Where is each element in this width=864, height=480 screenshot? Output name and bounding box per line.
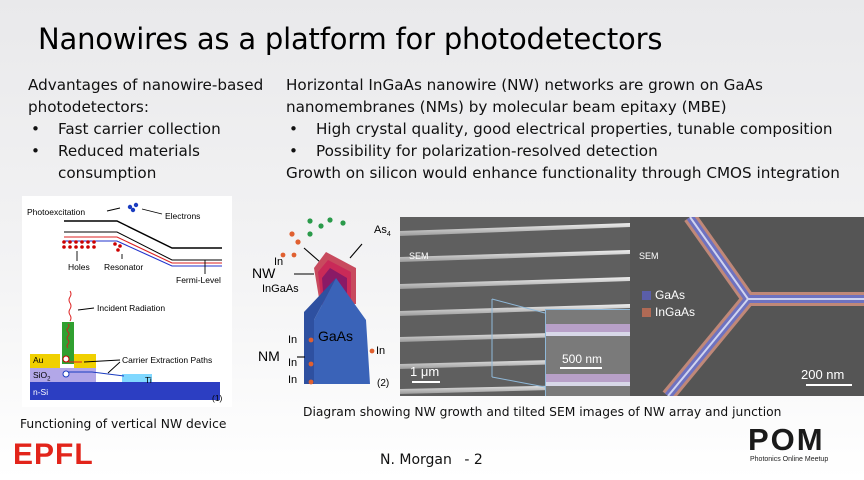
sem-junction-image: SEM GaAs InGaAs 200 nm (630, 217, 864, 396)
footer-separator: - (464, 452, 470, 468)
sem-junction-drawing (630, 217, 864, 396)
pom-subtitle: Photonics Online Meetup (750, 456, 829, 463)
presenter-footer: N. Morgan - 2 (380, 452, 483, 468)
in-label: In (288, 334, 298, 346)
epfl-logo: EPFL (13, 438, 94, 471)
inset-scale-label: 500 nm (562, 352, 603, 366)
vertical-device-figure: Photoexcitation Electrons Holes Resonato… (22, 196, 232, 407)
slide-title: Nanowires as a platform for photodetecto… (38, 22, 663, 56)
left-intro: Advantages of nanowire-based photodetect… (28, 76, 264, 116)
left-bullet: Reduced materials consumption (28, 140, 273, 184)
right-scale-label: 200 nm (801, 367, 845, 382)
holes-label: Holes (68, 262, 90, 272)
sio2-label: SiO2 (33, 370, 51, 383)
ingaas-label: InGaAs (262, 283, 299, 295)
pom-logo-text: POM (748, 422, 825, 457)
reference-2-label: (2) (377, 378, 390, 389)
page-number: 2 (473, 452, 483, 468)
right-bullet: High crystal quality, good electrical pr… (286, 118, 856, 140)
pom-logo: POM Photonics Online Meetup (748, 422, 856, 464)
as4-subscript: 4 (386, 231, 391, 239)
right-bullet-list: High crystal quality, good electrical pr… (286, 118, 856, 162)
photoexcitation-label: Photoexcitation (27, 207, 86, 217)
nw-label: NW (252, 265, 276, 281)
left-scale-label: 1 μm (410, 364, 440, 379)
electrons-label: Electrons (165, 211, 201, 221)
growth-diagram: In As4 NW InGaAs GaAs In In NM In In (2) (250, 214, 400, 396)
legend-gaas-label: GaAs (655, 288, 686, 302)
sem-array-image: 500 nm SEM 1 μm (400, 217, 630, 396)
in-label: In (288, 357, 298, 369)
right-bullet: Possibility for polarization-resolved de… (286, 140, 856, 162)
sem-right-label: SEM (639, 251, 659, 261)
sio2-subscript: 2 (47, 376, 51, 383)
incident-radiation-label: Incident Radiation (97, 303, 166, 313)
diagram-caption: Diagram showing NW growth and tilted SEM… (303, 405, 782, 419)
reference-1-label: (1) (212, 393, 223, 403)
sem-inset-drawing (546, 324, 630, 386)
vertical-device-drawing (30, 202, 222, 400)
sem-left-label: SEM (409, 251, 429, 261)
in-label: In (274, 256, 284, 268)
au-label: Au (33, 355, 44, 365)
left-bullet-list: Fast carrier collection Reduced material… (28, 118, 273, 184)
in-label: In (376, 345, 386, 357)
right-closing: Growth on silicon would enhance function… (286, 164, 840, 182)
gaas-label: GaAs (318, 328, 354, 344)
in-label: In (288, 374, 298, 386)
left-bullet: Fast carrier collection (28, 118, 273, 140)
right-text-block: Horizontal InGaAs nanowire (NW) networks… (286, 74, 856, 184)
carrier-extraction-label: Carrier Extraction Paths (122, 355, 213, 365)
legend-ingaas-label: InGaAs (655, 305, 696, 319)
growth-diagram-drawing (280, 217, 375, 385)
left-text-block: Advantages of nanowire-based photodetect… (28, 74, 273, 184)
fermi-level-label: Fermi-Level (176, 275, 221, 285)
as4-label: As4 (374, 224, 391, 238)
n-si-label: n-Si (33, 387, 49, 397)
sio2-text: SiO (33, 370, 48, 380)
right-intro: Horizontal InGaAs nanowire (NW) networks… (286, 76, 763, 116)
ti-label: Ti (145, 375, 152, 385)
as4-text: As (374, 224, 387, 236)
resonator-label: Resonator (104, 262, 144, 272)
nm-label: NM (258, 348, 280, 364)
sem-inset: 500 nm (545, 309, 630, 396)
vertical-device-caption: Functioning of vertical NW device (20, 417, 227, 431)
presenter-name: N. Morgan (380, 452, 452, 468)
